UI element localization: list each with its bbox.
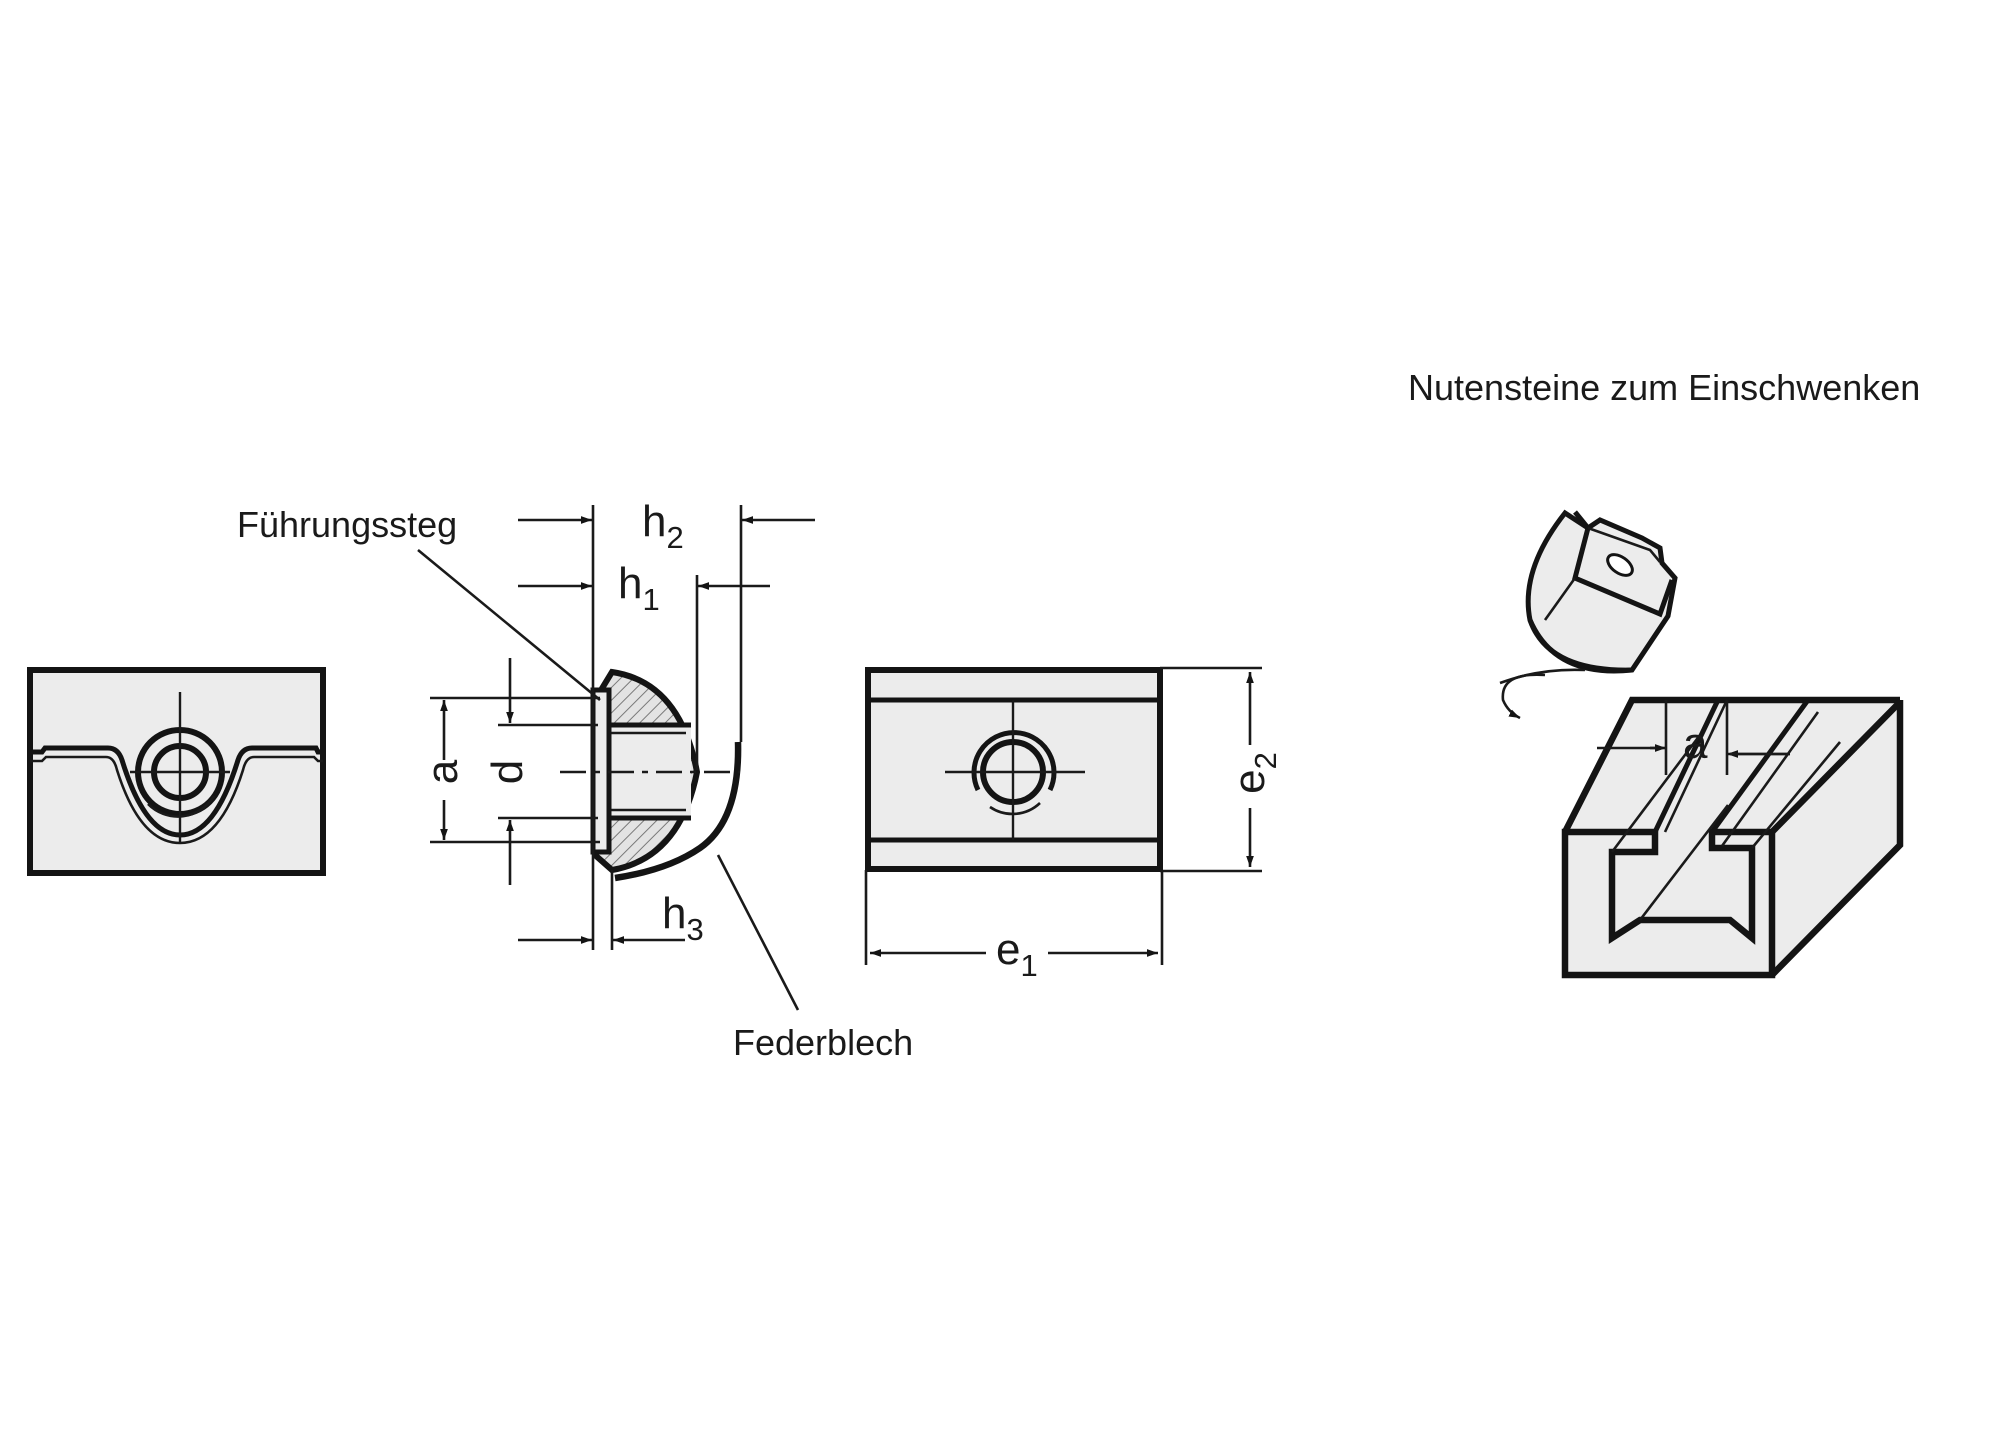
dim-e2: e2	[1225, 672, 1283, 867]
front-view	[27, 667, 326, 876]
label-h3: h3	[662, 889, 704, 947]
label-e2: e2	[1225, 752, 1283, 794]
title-einschwenken: Nutensteine zum Einschwenken	[1408, 367, 1920, 408]
dim-h1: h1	[518, 559, 770, 617]
callout-federblech: Federblech	[716, 854, 913, 1063]
slot-profile: a	[1561, 696, 1904, 979]
callout-fuehrungssteg: Führungssteg	[237, 504, 601, 702]
label-a-slot: a	[1683, 719, 1708, 768]
label-federblech: Federblech	[733, 1022, 913, 1063]
section-view	[430, 505, 743, 950]
spring-sheet	[614, 741, 742, 882]
label-e1: e1	[996, 925, 1038, 983]
swivel-nut	[1525, 509, 1678, 674]
dim-d: d	[483, 658, 532, 885]
dim-e1: e1	[870, 925, 1158, 983]
dim-h2: h2	[518, 497, 815, 555]
rotation-arrow	[1499, 668, 1586, 720]
label-fuehrungssteg: Führungssteg	[237, 504, 457, 545]
dim-h3: h3	[518, 889, 704, 947]
side-view	[864, 666, 1262, 965]
label-h2: h2	[642, 497, 684, 555]
dim-a: a	[418, 700, 467, 840]
label-h1: h1	[618, 559, 660, 617]
label-d: d	[483, 760, 532, 784]
label-a: a	[418, 759, 467, 784]
